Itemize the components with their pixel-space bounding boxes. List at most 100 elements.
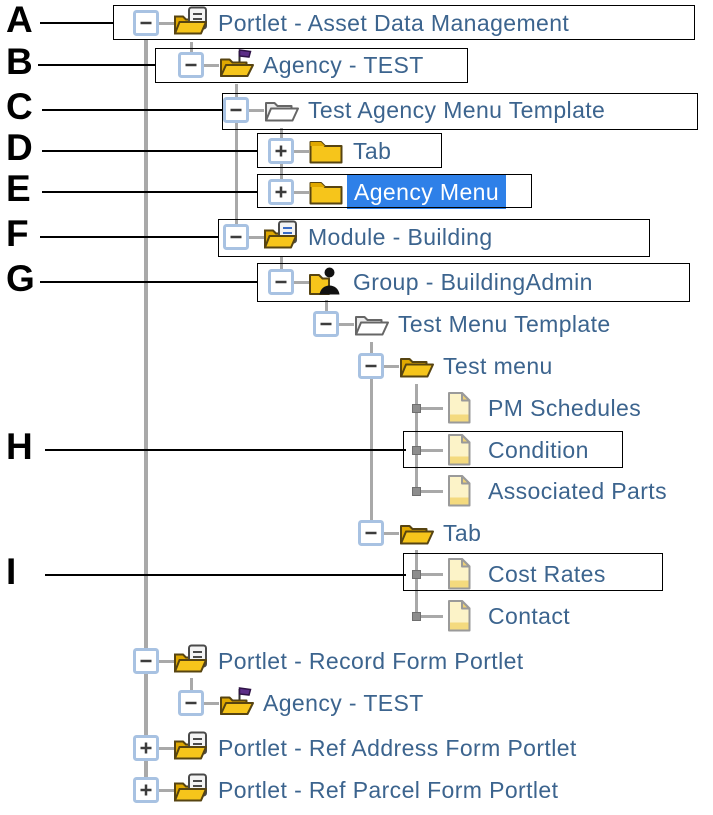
tree-node-label-test-agency-menu-template[interactable]: Test Agency Menu Template — [308, 97, 606, 123]
tree-connector-stub — [384, 364, 399, 368]
tree-node-label-agency-test-2[interactable]: Agency - TEST — [263, 690, 424, 716]
leaf-bullet-icon — [411, 445, 421, 455]
tree-connector-stub — [249, 235, 264, 239]
tree-connector-stub — [339, 322, 354, 326]
leaf-bullet-icon — [411, 403, 421, 413]
leaf-bullet-icon — [411, 611, 421, 621]
tree-node-label-tab-2[interactable]: Tab — [443, 520, 482, 546]
tree-connector-stub — [294, 190, 309, 194]
tree-connector-stub — [420, 572, 443, 576]
collapse-toggle[interactable] — [178, 52, 204, 78]
tree-connector-stub — [420, 448, 443, 452]
tree-connector-stub — [294, 149, 309, 153]
tree-node-label-portlet-record-form-portlet[interactable]: Portlet - Record Form Portlet — [218, 648, 524, 674]
expand-toggle[interactable] — [133, 735, 159, 761]
callout-letter-e: E — [6, 168, 31, 209]
tree-connector-line — [369, 342, 373, 521]
document-icon[interactable] — [443, 433, 479, 467]
tree-connector-stub — [159, 788, 174, 792]
tree-connector-line — [414, 550, 418, 617]
document-icon[interactable] — [443, 599, 479, 633]
callout-letter-i: I — [6, 551, 17, 592]
collapse-toggle[interactable] — [133, 648, 159, 674]
tree-connector-stub — [159, 659, 174, 663]
tree-connector-line — [234, 84, 238, 225]
tree-node-label-condition[interactable]: Condition — [488, 437, 589, 463]
callout-leader-line-d — [42, 150, 258, 152]
callout-letter-f: F — [6, 213, 29, 254]
collapse-toggle[interactable] — [358, 520, 384, 546]
tree-connector-line — [189, 42, 193, 53]
collapse-toggle[interactable] — [223, 224, 249, 250]
document-icon[interactable] — [443, 557, 479, 591]
tree-node-label-agency-test[interactable]: Agency - TEST — [263, 52, 424, 78]
open-folder-outline-icon[interactable] — [263, 93, 299, 127]
tree-node-label-test-menu-template[interactable]: Test Menu Template — [398, 311, 611, 337]
tree-node-label-module-building[interactable]: Module - Building — [308, 224, 493, 250]
tree-connector-line — [189, 678, 193, 691]
expand-toggle[interactable] — [133, 777, 159, 803]
tree-connector-stub — [420, 406, 443, 410]
open-folder-icon[interactable] — [398, 516, 434, 550]
tree-node-label-portlet-ref-parcel-form-portlet[interactable]: Portlet - Ref Parcel Form Portlet — [218, 777, 559, 803]
closed-folder-icon[interactable] — [308, 175, 344, 209]
portlet-folder-document-icon[interactable] — [173, 6, 209, 40]
tree-connector-stub — [204, 63, 219, 67]
tree-node-label-cost-rates[interactable]: Cost Rates — [488, 561, 606, 587]
callout-leader-line-c — [42, 109, 223, 111]
expand-toggle[interactable] — [268, 138, 294, 164]
leaf-bullet-icon — [411, 569, 421, 579]
open-folder-icon[interactable] — [398, 349, 434, 383]
callout-leader-line-g — [40, 281, 258, 283]
tree-connector-stub — [420, 614, 443, 618]
tree-connector-line — [144, 40, 148, 777]
tree-connector-line — [324, 300, 328, 312]
tree-connector-line — [414, 384, 418, 492]
tree-connector-stub — [420, 489, 443, 493]
tree-node-label-group-buildingadmin[interactable]: Group - BuildingAdmin — [353, 269, 593, 295]
portlet-folder-document-icon[interactable] — [173, 644, 209, 678]
closed-folder-icon[interactable] — [308, 134, 344, 168]
tree-connector-stub — [384, 531, 399, 535]
collapse-toggle[interactable] — [268, 269, 294, 295]
portlet-folder-document-icon[interactable] — [173, 731, 209, 765]
callout-leader-line-b — [38, 64, 156, 66]
document-icon[interactable] — [443, 391, 479, 425]
open-folder-outline-icon[interactable] — [353, 307, 389, 341]
portlet-folder-document-icon[interactable] — [173, 773, 209, 807]
tree-node-label-tab[interactable]: Tab — [353, 138, 392, 164]
tree-connector-stub — [159, 21, 174, 25]
agency-flag-folder-icon[interactable] — [218, 48, 254, 82]
tree-node-label-test-menu[interactable]: Test menu — [443, 353, 553, 379]
collapse-toggle[interactable] — [313, 311, 339, 337]
callout-leader-line-f — [40, 236, 219, 238]
document-icon[interactable] — [443, 474, 479, 508]
callout-letter-b: B — [6, 41, 33, 82]
tree-node-label-contact[interactable]: Contact — [488, 603, 571, 629]
tree-node-label-agency-menu[interactable]: Agency Menu — [347, 175, 507, 209]
callout-leader-line-a — [40, 22, 114, 24]
tree-node-label-portlet-ref-address-form-portlet[interactable]: Portlet - Ref Address Form Portlet — [218, 735, 577, 761]
callout-leader-line-h — [45, 449, 406, 451]
collapse-toggle[interactable] — [178, 690, 204, 716]
group-person-icon[interactable] — [308, 265, 344, 299]
callout-leader-line-e — [42, 191, 258, 193]
collapse-toggle[interactable] — [358, 353, 384, 379]
agency-flag-folder-icon[interactable] — [218, 686, 254, 720]
collapse-toggle[interactable] — [223, 97, 249, 123]
tree-node-label-associated-parts[interactable]: Associated Parts — [488, 478, 667, 504]
tree-connector-stub — [294, 280, 309, 284]
expand-toggle[interactable] — [268, 179, 294, 205]
module-folder-document-icon[interactable] — [263, 220, 299, 254]
collapse-toggle[interactable] — [133, 10, 159, 36]
tree-node-label-pm-schedules[interactable]: PM Schedules — [488, 395, 642, 421]
callout-letter-g: G — [6, 258, 35, 299]
tree-node-label-portlet-asset-data-management[interactable]: Portlet - Asset Data Management — [218, 10, 570, 36]
leaf-bullet-icon — [411, 486, 421, 496]
callout-leader-line-i — [45, 574, 406, 576]
tree-connector-stub — [249, 108, 264, 112]
tree-connector-stub — [204, 701, 219, 705]
callout-letter-h: H — [6, 426, 33, 467]
callout-letter-a: A — [6, 0, 33, 40]
